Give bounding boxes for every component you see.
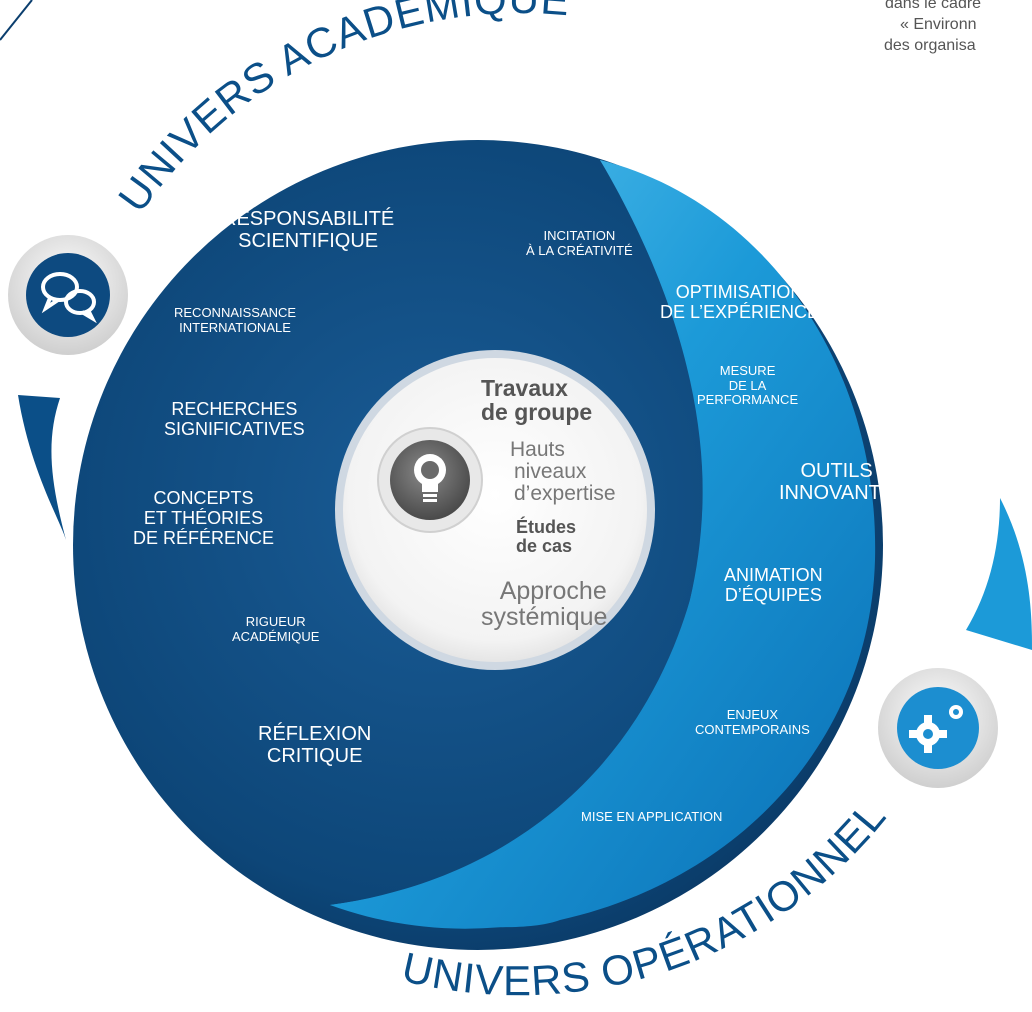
label-line: RÉFLEXION [258, 723, 372, 745]
label-enjeux: ENJEUX CONTEMPORAINS [695, 707, 810, 737]
center-line: de groupe [481, 399, 593, 426]
label-line: CONTEMPORAINS [695, 721, 810, 737]
label-responsabilite: RESPONSABILITÉ SCIENTIFIQUE [222, 208, 394, 253]
center-approche: Approche systémique [481, 578, 607, 631]
label-line: OUTILS [800, 460, 873, 482]
corner-note: dans le cadre « Environn des organisa [870, 0, 981, 56]
label-animation: ANIMATION D’ÉQUIPES [724, 565, 823, 605]
label-line: CONCEPTS [153, 488, 254, 508]
label-reconnaissance: RECONNAISSANCE INTERNATIONALE [174, 305, 297, 335]
label-recherches: RECHERCHES SIGNIFICATIVES [164, 399, 305, 439]
center-line: niveaux [514, 460, 587, 484]
label-line: OPTIMISATION [675, 282, 804, 302]
corner-line [0, 0, 33, 41]
chat-badge [8, 235, 128, 355]
center-line: d’expertise [514, 482, 616, 506]
label-line: DE RÉFÉRENCE [133, 528, 275, 549]
label-line: RESPONSABILITÉ [222, 208, 395, 230]
chat-bubbles-icon [41, 272, 97, 324]
corner-note-line: dans le cadre [885, 0, 982, 12]
label-line: SIGNIFICATIVES [164, 419, 305, 440]
label-line: INNOVANTS [779, 482, 895, 505]
label-line: ANIMATION [724, 565, 823, 585]
lightbulb-icon [414, 454, 446, 502]
center-etudes: Études de cas [516, 518, 576, 556]
label-concepts: CONCEPTS ET THÉORIES DE RÉFÉRENCE [133, 488, 274, 548]
center-line: Travaux [481, 375, 568, 401]
label-line: D’ÉQUIPES [724, 585, 822, 606]
label-line: RECHERCHES [171, 399, 298, 419]
label-mise-en-application: MISE EN APPLICATION [581, 809, 723, 825]
center-line: Hauts [510, 438, 565, 461]
center-travaux: Travaux de groupe [481, 376, 592, 424]
label-line: CRITIQUE [266, 745, 363, 768]
label-line: PERFORMANCE [697, 392, 799, 408]
gears-badge [878, 668, 998, 788]
label-line: INTERNATIONALE [179, 319, 291, 335]
label-line: RECONNAISSANCE [174, 305, 297, 320]
label-line: MISE EN APPLICATION [581, 809, 723, 824]
label-line: INCITATION [543, 228, 616, 243]
label-line: DE L’EXPÉRIENCE [660, 302, 820, 323]
label-line: RIGUEUR [245, 614, 306, 629]
label-outils: OUTILS INNOVANTS [779, 460, 894, 505]
label-line: ENJEUX [726, 707, 779, 722]
center-line: de cas [516, 535, 573, 556]
left-arrow-piece [18, 395, 66, 540]
label-incitation: INCITATION À LA CRÉATIVITÉ [526, 228, 633, 258]
label-line: ET THÉORIES [143, 508, 264, 529]
label-mesure: MESURE DE LA PERFORMANCE [697, 363, 799, 408]
label-reflexion: RÉFLEXION CRITIQUE [258, 723, 371, 768]
gears-icon [909, 705, 963, 753]
lightbulb-badge [377, 427, 483, 533]
right-arrow-piece [966, 498, 1032, 650]
label-rigueur: RIGUEUR ACADÉMIQUE [232, 614, 320, 644]
corner-note-line: « Environn [900, 15, 977, 33]
label-line: MESURE [719, 363, 776, 378]
corner-note-line: des organisa [884, 36, 976, 54]
label-line: DE LA [728, 377, 767, 393]
label-line: SCIENTIFIQUE [238, 230, 379, 253]
center-line: systémique [481, 603, 608, 632]
center-hauts: Hauts niveaux d’expertise [510, 438, 616, 506]
center-line: Approche [499, 577, 607, 605]
label-line: À LA CRÉATIVITÉ [526, 242, 633, 258]
label-optimisation: OPTIMISATION DE L’EXPÉRIENCE [660, 282, 819, 322]
center-line: Études [516, 517, 577, 537]
label-line: ACADÉMIQUE [232, 628, 320, 644]
